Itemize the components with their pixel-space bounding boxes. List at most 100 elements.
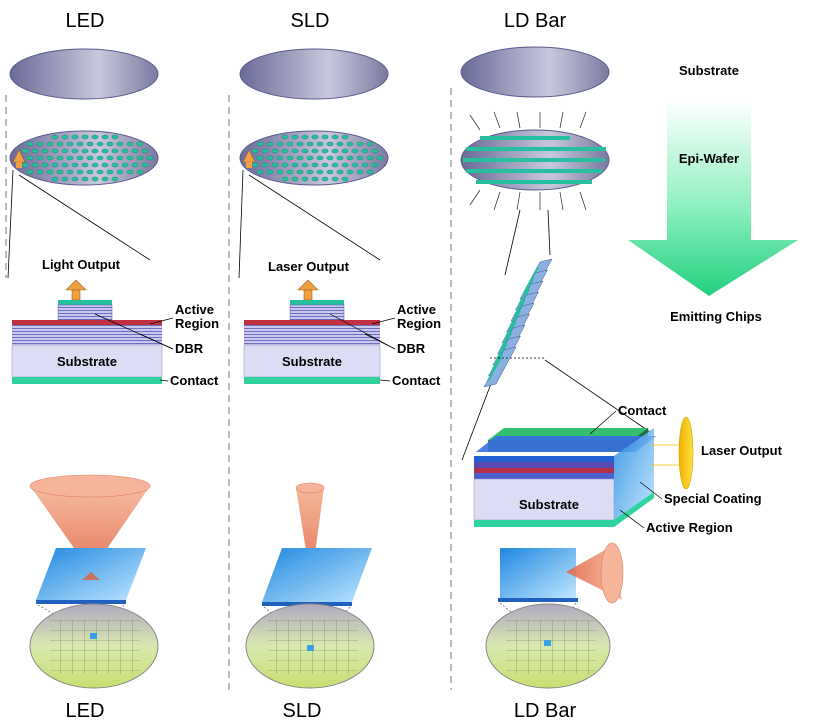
wafer-dot [371, 148, 379, 154]
wafer-dot [101, 148, 109, 154]
wafer-dot [46, 141, 54, 147]
wafer-dot [301, 176, 309, 182]
wafer-dot [346, 169, 354, 175]
wafer-dot [341, 148, 349, 154]
wafer-dot [96, 169, 104, 175]
wafer-dot [256, 141, 264, 147]
bar-chip-stripe [500, 321, 517, 349]
wafer-dot [346, 141, 354, 147]
wafer-dot [61, 134, 69, 140]
ldbar-emission [485, 542, 624, 689]
ld-bar-stack [483, 258, 553, 388]
wafer-dot [71, 134, 79, 140]
wafer-dot [106, 155, 114, 161]
wafer-dot [81, 176, 89, 182]
wafer-dot [281, 162, 289, 168]
wafer-dot [91, 134, 99, 140]
wafer-dot [281, 176, 289, 182]
wafer-dot [356, 141, 364, 147]
bar-chip-stripe [487, 354, 503, 382]
wafer-dot [366, 141, 374, 147]
led-active-label-2: Region [175, 316, 219, 331]
wafer-dot [56, 141, 64, 147]
col-sld-bottom: SLD [283, 700, 322, 722]
wafer-dot [281, 148, 289, 154]
flow-arrow [628, 100, 798, 296]
wafer-dot [296, 155, 304, 161]
wafer-dot [301, 148, 309, 154]
wafer-dot [106, 169, 114, 175]
flow-emitting-label: Emitting Chips [670, 309, 762, 324]
ld-bar-chip: Substrate Contact Laser Output Special C… [473, 403, 783, 535]
wafer-dot [331, 148, 339, 154]
bar-chip-stripe [514, 288, 530, 316]
substrate-wafer-sld [239, 48, 389, 100]
ldbar-active-label: Active Region [646, 520, 733, 535]
wafer-dot [121, 148, 129, 154]
wafer-dot [76, 155, 84, 161]
wafer-dot [61, 148, 69, 154]
sld-active-label-2: Region [397, 316, 441, 331]
epi-wafer-sld [239, 130, 389, 186]
wafer-dot [301, 134, 309, 140]
ldbar-coating-label: Special Coating [664, 491, 762, 506]
sld-cross-section: Laser Output Substrate Active Region DBR… [243, 259, 441, 388]
bar-chip-stripe [518, 277, 535, 305]
wafer-dot [96, 155, 104, 161]
bar-chip-stripe [523, 266, 539, 294]
wafer-dot [321, 176, 329, 182]
wafer-dot [126, 169, 134, 175]
wafer-dot [306, 155, 314, 161]
wafer-dot [316, 141, 324, 147]
wafer-dot [271, 148, 279, 154]
wafer-dot [256, 169, 264, 175]
wafer-dot [86, 169, 94, 175]
wafer-dot [26, 169, 34, 175]
wafer-dot [116, 169, 124, 175]
wafer-dot [296, 141, 304, 147]
wafer-dot [66, 141, 74, 147]
sld-output-label: Laser Output [268, 259, 350, 274]
wafer-dot [26, 155, 34, 161]
wafer-dot [351, 162, 359, 168]
substrate-wafer-ldbar [460, 46, 610, 98]
wafer-dot [316, 155, 324, 161]
wafer-dot [271, 162, 279, 168]
wafer-dot [111, 162, 119, 168]
substrate-wafer-led [9, 48, 159, 100]
wafer-dot [66, 155, 74, 161]
wafer-dot [41, 148, 49, 154]
wafer-dot [306, 169, 314, 175]
col-ldbar-bottom: LD Bar [514, 700, 577, 722]
wafer-dot [126, 155, 134, 161]
wafer-dot [126, 141, 134, 147]
wafer-dot [131, 148, 139, 154]
wafer-dot [76, 141, 84, 147]
wafer-dot [111, 176, 119, 182]
bar-chip-stripe [496, 332, 512, 360]
wafer-dot [51, 148, 59, 154]
wafer-dot [96, 141, 104, 147]
wafer-dot [361, 162, 369, 168]
wafer-dot [341, 134, 349, 140]
wafer-dot [286, 169, 294, 175]
bar-chip-stripe [509, 299, 526, 327]
wafer-dot [376, 155, 384, 161]
wafer-dot [136, 169, 144, 175]
wafer-dot [251, 162, 259, 168]
wafer-dot [36, 155, 44, 161]
wafer-dot [146, 155, 154, 161]
wafer-dot [311, 162, 319, 168]
wafer-dot [31, 148, 39, 154]
led-substrate-label: Substrate [57, 354, 117, 369]
col-ldbar-title: LD Bar [504, 10, 567, 32]
wafer-dot [61, 162, 69, 168]
led-cross-section: Light Output Substrate Active Region DBR… [11, 257, 219, 388]
wafer-dot [266, 155, 274, 161]
wafer-dot [91, 148, 99, 154]
ldbar-contact-label: Contact [618, 403, 667, 418]
wafer-dot [36, 169, 44, 175]
wafer-dot [116, 141, 124, 147]
wafer-dot [311, 148, 319, 154]
wafer-dot [326, 169, 334, 175]
